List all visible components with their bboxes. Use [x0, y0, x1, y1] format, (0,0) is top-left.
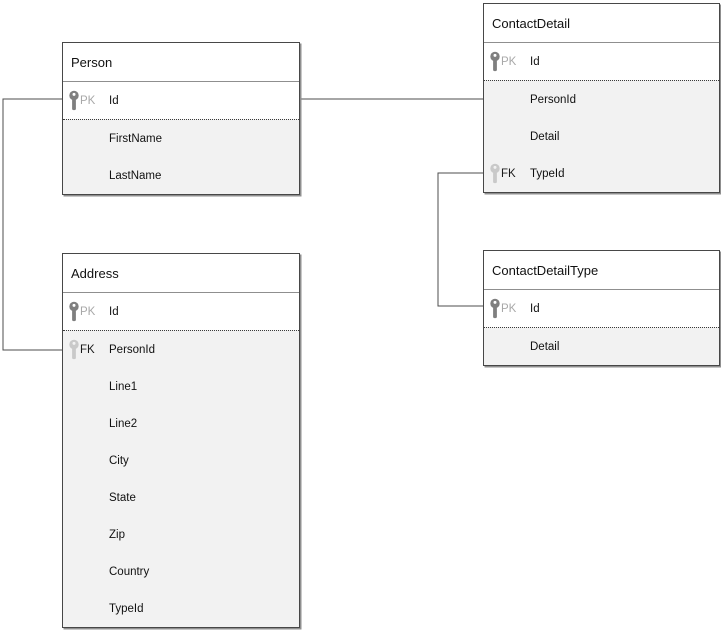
- key-type-label: PK: [501, 55, 517, 68]
- table-title: Person: [71, 54, 113, 70]
- field-row: LastName: [63, 157, 299, 194]
- key-type-label: PK: [501, 302, 517, 315]
- key-type-label: PK: [80, 94, 96, 107]
- field-row: Detail: [484, 328, 719, 365]
- field-name: State: [109, 491, 136, 504]
- table-title: ContactDetailType: [492, 262, 599, 278]
- field-row: Line1: [63, 368, 299, 405]
- field-row: PersonId: [484, 81, 719, 118]
- table-header: Address: [63, 254, 299, 293]
- field-row: Detail: [484, 118, 719, 155]
- field-row: PK Id: [484, 290, 719, 327]
- primary-key-icon: [68, 301, 80, 322]
- field-name: PersonId: [109, 343, 156, 356]
- foreign-key-icon: [68, 339, 80, 360]
- field-name: Detail: [530, 340, 560, 353]
- field-row: FirstName: [63, 120, 299, 157]
- field-name: LastName: [109, 169, 162, 182]
- field-name: Line2: [109, 417, 138, 430]
- connector-contactdetailtype-contactdetail[interactable]: [437, 172, 483, 307]
- field-name: FirstName: [109, 132, 163, 145]
- attributes-section: FK PersonId Line1 Line2 City State Zip C…: [63, 330, 299, 627]
- field-row: City: [63, 442, 299, 479]
- field-name: TypeId: [109, 602, 144, 615]
- field-name: TypeId: [530, 167, 565, 180]
- attributes-section: PersonId Detail FK TypeId: [484, 80, 719, 192]
- field-row: TypeId: [63, 590, 299, 627]
- field-row: PK Id: [484, 43, 719, 80]
- entity-table-address[interactable]: Address PK Id FK PersonId Line1: [62, 253, 300, 628]
- attributes-section: Detail: [484, 327, 719, 365]
- field-row: State: [63, 479, 299, 516]
- foreign-key-icon: [489, 163, 501, 184]
- field-name: Zip: [109, 528, 125, 541]
- field-name: Id: [109, 305, 119, 318]
- table-title: Address: [71, 265, 119, 281]
- connector-person-address[interactable]: [2, 98, 62, 351]
- field-row: PK Id: [63, 82, 299, 119]
- primary-key-icon: [489, 298, 501, 319]
- primary-key-section: PK Id: [63, 82, 299, 119]
- field-row: Zip: [63, 516, 299, 553]
- primary-key-section: PK Id: [484, 290, 719, 327]
- primary-key-section: PK Id: [484, 43, 719, 80]
- entity-table-contactdetailtype[interactable]: ContactDetailType PK Id Detail: [483, 250, 720, 366]
- field-name: Country: [109, 565, 150, 578]
- primary-key-icon: [489, 51, 501, 72]
- field-name: PersonId: [530, 93, 577, 106]
- field-name: Id: [530, 302, 540, 315]
- entity-table-person[interactable]: Person PK Id FirstName LastName: [62, 42, 300, 195]
- field-name: City: [109, 454, 129, 467]
- field-row: Line2: [63, 405, 299, 442]
- field-name: Id: [530, 55, 540, 68]
- primary-key-icon: [68, 90, 80, 111]
- table-header: ContactDetail: [484, 4, 719, 43]
- field-name: Detail: [530, 130, 560, 143]
- field-row: FK PersonId: [63, 331, 299, 368]
- key-type-label: FK: [501, 167, 516, 180]
- field-row: FK TypeId: [484, 155, 719, 192]
- field-name: Line1: [109, 380, 138, 393]
- table-header: ContactDetailType: [484, 251, 719, 290]
- field-row: Country: [63, 553, 299, 590]
- table-title: ContactDetail: [492, 15, 571, 31]
- key-type-label: FK: [80, 343, 95, 356]
- table-header: Person: [63, 43, 299, 82]
- primary-key-section: PK Id: [63, 293, 299, 330]
- attributes-section: FirstName LastName: [63, 119, 299, 194]
- key-type-label: PK: [80, 305, 96, 318]
- entity-table-contactdetail[interactable]: ContactDetail PK Id PersonId Detail: [483, 3, 720, 193]
- field-row: PK Id: [63, 293, 299, 330]
- field-name: Id: [109, 94, 119, 107]
